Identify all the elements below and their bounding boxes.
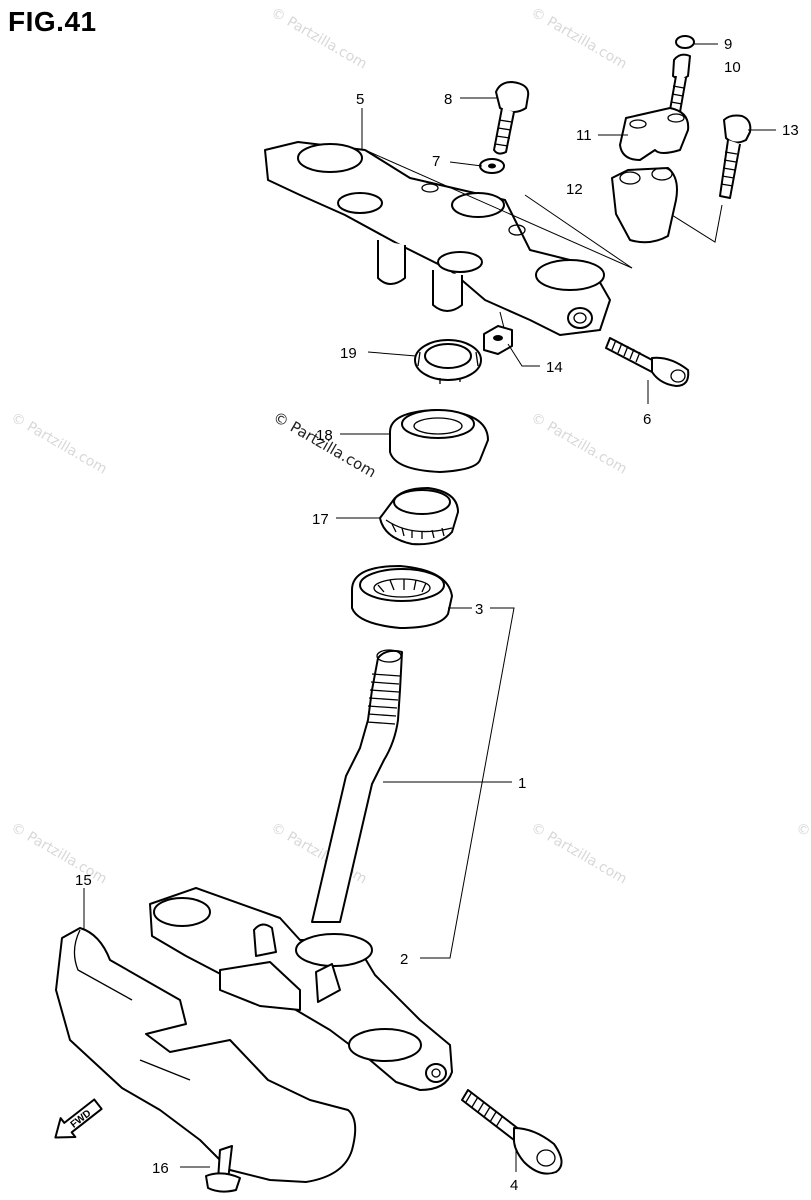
lower-bracket-part — [149, 887, 453, 1091]
callout-2: 2 — [400, 951, 408, 968]
callout-5: 5 — [356, 91, 364, 108]
washer-7-part — [479, 158, 505, 174]
leader-14 — [507, 343, 540, 367]
callout-10: 10 — [724, 59, 741, 76]
callout-17: 17 — [312, 511, 329, 528]
seal-18-part — [389, 409, 489, 473]
watermark: © Partzilla.com — [793, 820, 811, 888]
figure-title: FIG.41 — [8, 6, 97, 37]
watermark-center: © Partzilla.com — [270, 408, 379, 481]
callout-7: 7 — [432, 153, 440, 170]
locknut-19-part — [414, 339, 482, 384]
watermark: © Partzilla.com — [268, 5, 370, 73]
bolt-4-part — [461, 1089, 563, 1175]
bolt-10-part — [669, 53, 691, 113]
bolt-6-part — [605, 337, 690, 387]
cover-15-part — [55, 927, 357, 1183]
steering-stem-part — [311, 649, 403, 923]
callout-3: 3 — [475, 601, 483, 618]
callout-14: 14 — [546, 359, 563, 376]
callout-6: 6 — [643, 411, 651, 428]
leader-3-2 — [420, 607, 515, 959]
leader-19 — [367, 351, 417, 357]
watermark: © Partzilla.com — [8, 820, 110, 888]
callout-15: 15 — [75, 872, 92, 889]
callout-18: 18 — [316, 427, 333, 444]
callout-19: 19 — [340, 345, 357, 362]
callout-11: 11 — [576, 127, 592, 144]
watermark: © Partzilla.com — [528, 5, 630, 73]
bolt-16-part — [205, 1145, 241, 1193]
clamp-11-part — [619, 107, 690, 161]
callout-16: 16 — [152, 1160, 169, 1177]
fwd-direction-badge: FWD — [54, 1098, 103, 1139]
holder-12-part — [611, 167, 678, 244]
callout-8: 8 — [444, 91, 452, 108]
upper-bracket-part — [264, 141, 611, 336]
watermark: © Partzilla.com — [8, 410, 110, 478]
bolt-8-part — [493, 81, 530, 155]
watermark: © Partzilla.com — [528, 820, 630, 888]
callout-1: 1 — [518, 775, 526, 792]
watermark: © Partzilla.com — [528, 410, 630, 478]
cap-9-part — [675, 35, 695, 49]
nut-14-part — [483, 325, 513, 355]
bolt-13-part — [719, 114, 752, 199]
callout-12: 12 — [566, 181, 583, 198]
callout-9: 9 — [724, 36, 732, 53]
callout-4: 4 — [510, 1177, 518, 1194]
bearing-3-part — [351, 565, 453, 629]
leader-7 — [449, 161, 483, 167]
bearing-17-part — [379, 487, 459, 546]
callout-13: 13 — [782, 122, 799, 139]
